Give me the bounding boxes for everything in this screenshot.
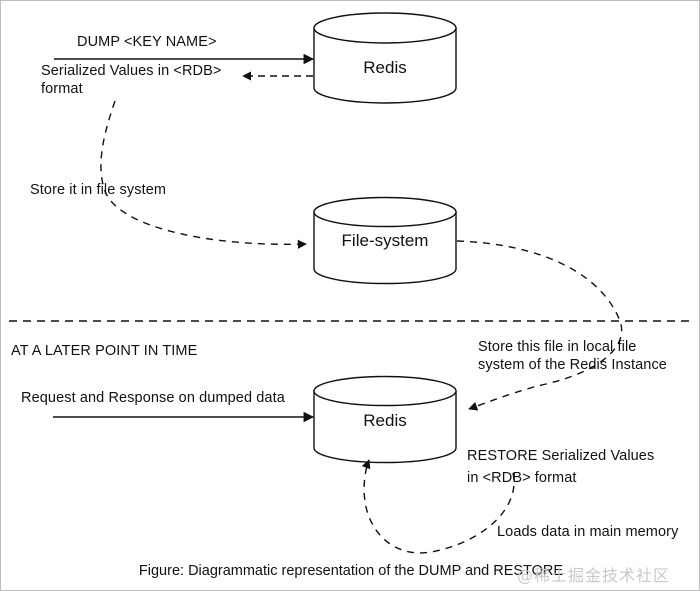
- watermark: @稀土掘金技术社区: [517, 566, 671, 585]
- label-at-a-later-point-in-time: AT A LATER POINT IN TIME: [11, 343, 198, 359]
- edge-store-in-file-system: [100, 100, 307, 249]
- edge-store-local-file-system: [456, 240, 623, 411]
- label-request-and-response: Request and Response on dumped data: [21, 390, 285, 406]
- node-file-system: [313, 196, 457, 285]
- node-label-redis-top: Redis: [363, 58, 407, 77]
- edge-loads-data-main-memory: [361, 459, 515, 554]
- label-restore-line1: RESTORE Serialized Values: [467, 448, 655, 464]
- node-redis-bottom: [313, 375, 457, 464]
- label-loads-data-in-main-memory: Loads data in main memory: [497, 524, 679, 540]
- label-serialized-values-line2: format: [41, 81, 83, 97]
- label-store-this-file-line1: Store this file in local file: [478, 339, 637, 355]
- figure-caption: Figure: Diagrammatic representation of t…: [138, 563, 564, 579]
- node-redis-top: [313, 12, 457, 104]
- label-dump-command: DUMP <KEY NAME>: [77, 34, 217, 50]
- label-restore-line2: in <RDB> format: [467, 470, 577, 486]
- label-serialized-values-line1: Serialized Values in <RDB>: [41, 63, 222, 79]
- label-store-it-in-file-system: Store it in file system: [30, 182, 167, 198]
- node-label-file-system: File-system: [341, 231, 429, 250]
- label-store-this-file-line2: system of the Redis Instance: [478, 357, 667, 373]
- node-label-redis-bottom: Redis: [363, 411, 407, 430]
